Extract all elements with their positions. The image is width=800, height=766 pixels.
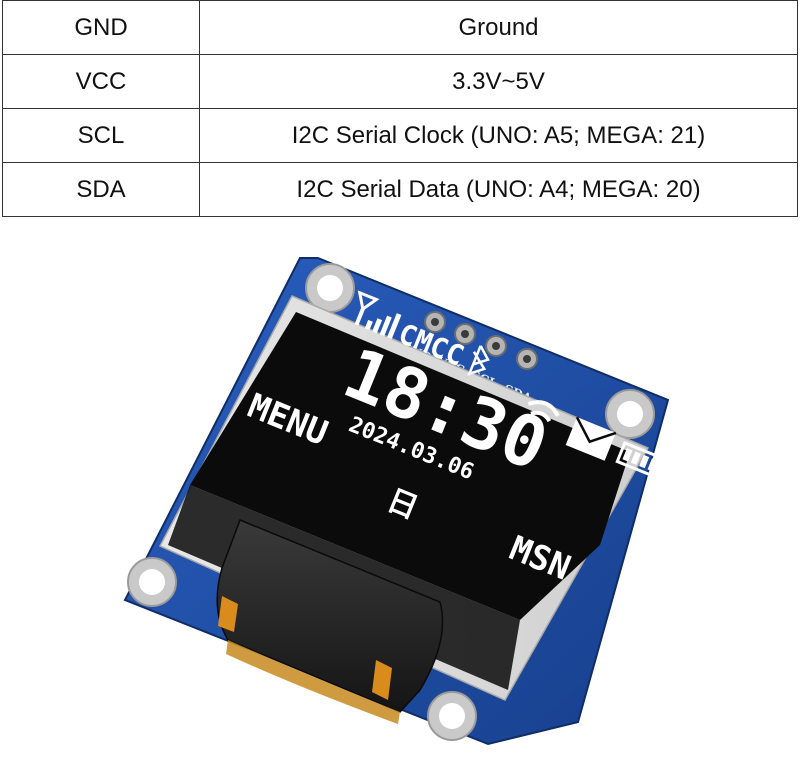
mounting-hole [605, 389, 655, 439]
flex-cable-tab [372, 660, 392, 700]
pin-name: GND [2, 0, 200, 55]
pin-description: I2C Serial Data (UNO: A4; MEGA: 20) [199, 162, 798, 217]
header-pin [424, 311, 446, 333]
flex-cable [216, 519, 444, 713]
mail-icon [565, 416, 617, 461]
table-row: SCL I2C Serial Clock (UNO: A5; MEGA: 21) [2, 108, 798, 163]
pin-name: SDA [2, 162, 200, 217]
table-row: SDA I2C Serial Data (UNO: A4; MEGA: 20) [2, 162, 798, 217]
mounting-hole [127, 557, 177, 607]
oled-display [190, 312, 630, 620]
flex-cable-fold [226, 640, 400, 724]
table-row: GND Ground [2, 0, 798, 55]
wifi-icon [527, 400, 560, 428]
mounting-hole [427, 691, 477, 741]
header-pin [454, 323, 476, 345]
flex-cable-tab [218, 596, 238, 632]
header-pin [516, 348, 538, 370]
pin-name: VCC [2, 54, 200, 109]
pin-description: I2C Serial Clock (UNO: A5; MEGA: 21) [199, 108, 798, 163]
pin-table: GND Ground VCC 3.3V~5V SCL I2C Serial Cl… [2, 0, 798, 217]
pin-description: Ground [199, 0, 798, 55]
header-pin [485, 335, 507, 357]
signal-icon [354, 290, 402, 340]
battery-icon [615, 440, 664, 479]
bluetooth-icon [467, 345, 490, 376]
